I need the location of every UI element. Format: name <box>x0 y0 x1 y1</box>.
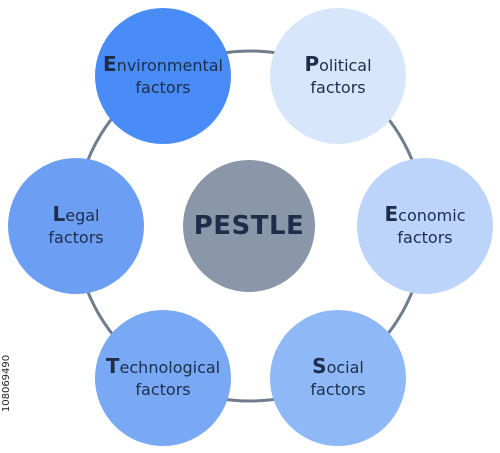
node-technological: Technological factors <box>95 310 231 446</box>
node-political: Political factors <box>270 8 406 144</box>
stock-image-id-text: 108069490 <box>1 354 13 412</box>
pestle-center-label: PESTLE <box>193 211 305 241</box>
node-political-line2: factors <box>310 78 366 97</box>
node-social-line2: factors <box>310 380 366 399</box>
node-environmental-line1: Environmental <box>103 52 223 76</box>
node-economic-line2: factors <box>397 228 453 247</box>
node-economic-line1: Economic <box>384 202 466 226</box>
node-environmental: Environmental factors <box>95 8 231 144</box>
node-technological-line2: factors <box>135 380 191 399</box>
node-legal: Legal factors <box>8 158 144 294</box>
pestle-center-circle: PESTLE <box>183 160 315 292</box>
node-political-line1: Political <box>304 52 372 76</box>
node-economic: Economic factors <box>357 158 493 294</box>
node-environmental-line2: factors <box>135 78 191 97</box>
stock-image-id: 108069490 <box>0 313 14 453</box>
node-legal-line2: factors <box>48 228 104 247</box>
node-social: Social factors <box>270 310 406 446</box>
node-social-line1: Social <box>312 354 364 378</box>
node-legal-line1: Legal <box>52 202 100 226</box>
node-technological-line1: Technological <box>105 354 221 378</box>
